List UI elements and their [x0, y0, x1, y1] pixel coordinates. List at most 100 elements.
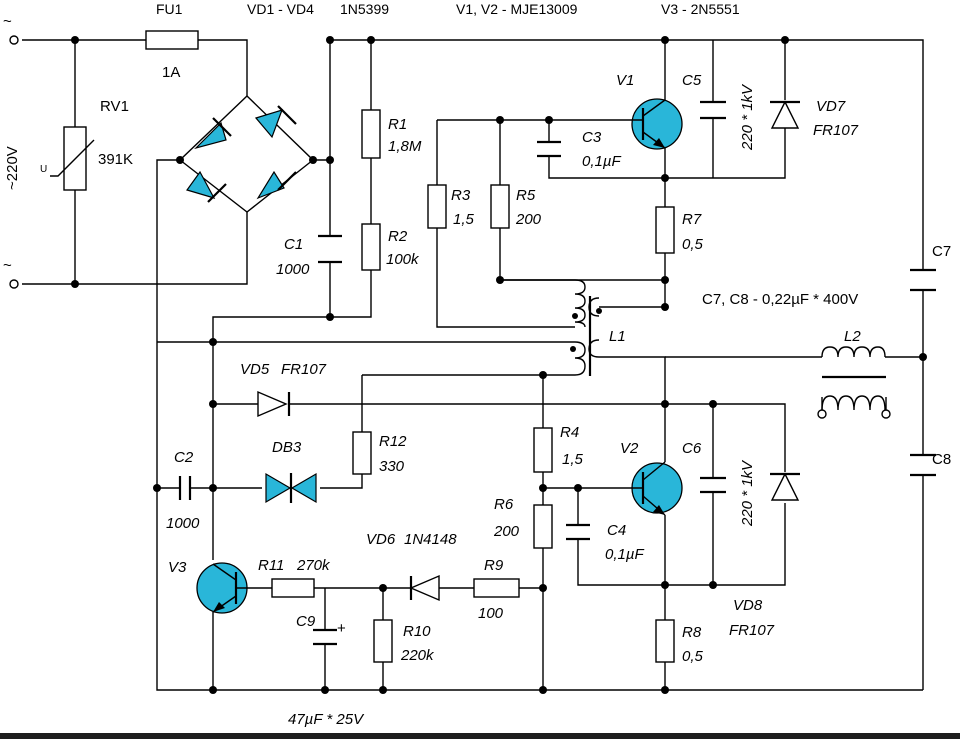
transistor-v2: [631, 461, 683, 516]
label-ac-bottom: ~: [3, 257, 12, 274]
label-r8: R8: [682, 624, 702, 641]
label-vd8-value: FR107: [729, 622, 775, 639]
label-r12: R12: [379, 433, 407, 450]
label-c7: C7: [932, 243, 951, 260]
label-c5: C5: [682, 72, 702, 89]
label-r9-value: 100: [478, 605, 504, 622]
fuse-fu1: [145, 30, 199, 50]
label-r10: R10: [403, 623, 431, 640]
label-vd7-value: FR107: [813, 122, 859, 139]
diode-vd7: [770, 100, 800, 157]
resistor-r12: [352, 431, 372, 475]
capacitor-c9: [313, 628, 337, 646]
label-r4: R4: [560, 424, 579, 441]
resistor-r8: [655, 619, 675, 663]
label-c2: C2: [174, 449, 194, 466]
label-r5: R5: [516, 187, 536, 204]
label-r6: R6: [494, 496, 514, 513]
label-c3-value: 0,1µF: [582, 153, 621, 170]
label-c9-value: 47µF * 25V: [288, 711, 365, 728]
label-l2: L2: [844, 328, 861, 345]
resistor-r7: [655, 206, 675, 254]
diode-vd5: [257, 390, 291, 418]
resistor-r2: [361, 223, 381, 271]
label-rv1: RV1: [100, 98, 129, 115]
inductor-l2: [817, 346, 891, 419]
capacitor-c8: [910, 453, 936, 477]
label-c8: C8: [932, 451, 951, 468]
label-vd6: VD6: [366, 531, 396, 548]
label-vd5: VD5: [240, 361, 270, 378]
label-c4-value: 0,1µF: [605, 546, 644, 563]
label-c3: C3: [582, 129, 602, 146]
varistor-rv1: [50, 126, 95, 191]
label-r7-value: 0,5: [682, 236, 704, 253]
resistor-r5: [490, 184, 510, 229]
label-r3-value: 1,5: [453, 211, 475, 228]
transformer-l1: [570, 279, 602, 376]
header-bridge-part: 1N5399: [340, 1, 389, 17]
label-r1-value: 1,8M: [388, 138, 422, 155]
label-r3: R3: [451, 187, 471, 204]
label-r5-value: 200: [515, 211, 542, 228]
ac-terminals: [9, 35, 19, 289]
label-fuse-rating: 1A: [162, 64, 180, 81]
transistor-v1: [631, 98, 683, 150]
label-vd8: VD8: [733, 597, 763, 614]
label-c5-value: 220 * 1kV: [739, 83, 756, 151]
capacitor-c4: [566, 523, 590, 541]
resistor-r10: [373, 619, 393, 663]
label-r12-value: 330: [379, 458, 405, 475]
header-power-transistors: V1, V2 - MJE13009: [456, 1, 578, 17]
label-r11: R11: [258, 557, 284, 574]
diode-vd8: [770, 472, 800, 501]
label-c7c8-value: C7, C8 - 0,22µF * 400V: [702, 291, 858, 308]
resistor-r4: [533, 427, 553, 473]
label-c2-value: 1000: [166, 515, 200, 532]
label-v1: V1: [616, 72, 634, 89]
component-labels: 1A RV1 391K U ~ ~ ~220V R1 1,8M R2 100k …: [3, 13, 951, 728]
wires: [22, 39, 924, 691]
label-c4: C4: [607, 522, 626, 539]
capacitor-c5: [700, 100, 726, 120]
capacitor-c3: [537, 140, 561, 158]
label-db3: DB3: [272, 439, 302, 456]
resistor-r6: [533, 504, 553, 549]
capacitor-c1: [318, 234, 342, 264]
label-vd6-value: 1N4148: [404, 531, 457, 548]
label-r9: R9: [484, 557, 504, 574]
header-trigger-transistor: V3 - 2N5551: [661, 1, 740, 17]
capacitor-c6: [700, 476, 726, 494]
header-bridge: VD1 - VD4: [247, 1, 314, 17]
transistor-v3: [196, 562, 248, 614]
diode-bridge: [178, 95, 315, 213]
label-r1: R1: [388, 116, 407, 133]
header-labels: FU1 VD1 - VD4 1N5399 V1, V2 - MJE13009 V…: [156, 1, 740, 17]
label-r2-value: 100k: [386, 251, 420, 268]
label-c1: C1: [284, 236, 303, 253]
label-c6-value: 220 * 1kV: [739, 459, 756, 527]
label-v2: V2: [620, 440, 639, 457]
label-c9: C9: [296, 613, 316, 630]
resistor-r11: [271, 578, 315, 598]
diode-vd6: [409, 574, 440, 602]
label-r11-value: 270k: [296, 557, 331, 574]
label-rv1-value: 391K: [98, 151, 133, 168]
label-vd7: VD7: [816, 98, 846, 115]
label-rv1-u: U: [40, 164, 47, 175]
label-c1-value: 1000: [276, 261, 310, 278]
capacitor-c7: [910, 268, 936, 292]
label-v3: V3: [168, 559, 187, 576]
label-mains: ~220V: [4, 146, 21, 190]
label-ac-top: ~: [3, 13, 12, 30]
label-r6-value: 200: [493, 523, 520, 540]
label-vd5-value: FR107: [281, 361, 327, 378]
label-r2: R2: [388, 228, 408, 245]
label-r10-value: 220k: [400, 647, 435, 664]
header-fuse: FU1: [156, 1, 183, 17]
capacitor-c2: [178, 476, 192, 500]
diac-db3: [265, 472, 317, 504]
label-r4-value: 1,5: [562, 451, 584, 468]
label-c9-plus: +: [337, 620, 346, 637]
